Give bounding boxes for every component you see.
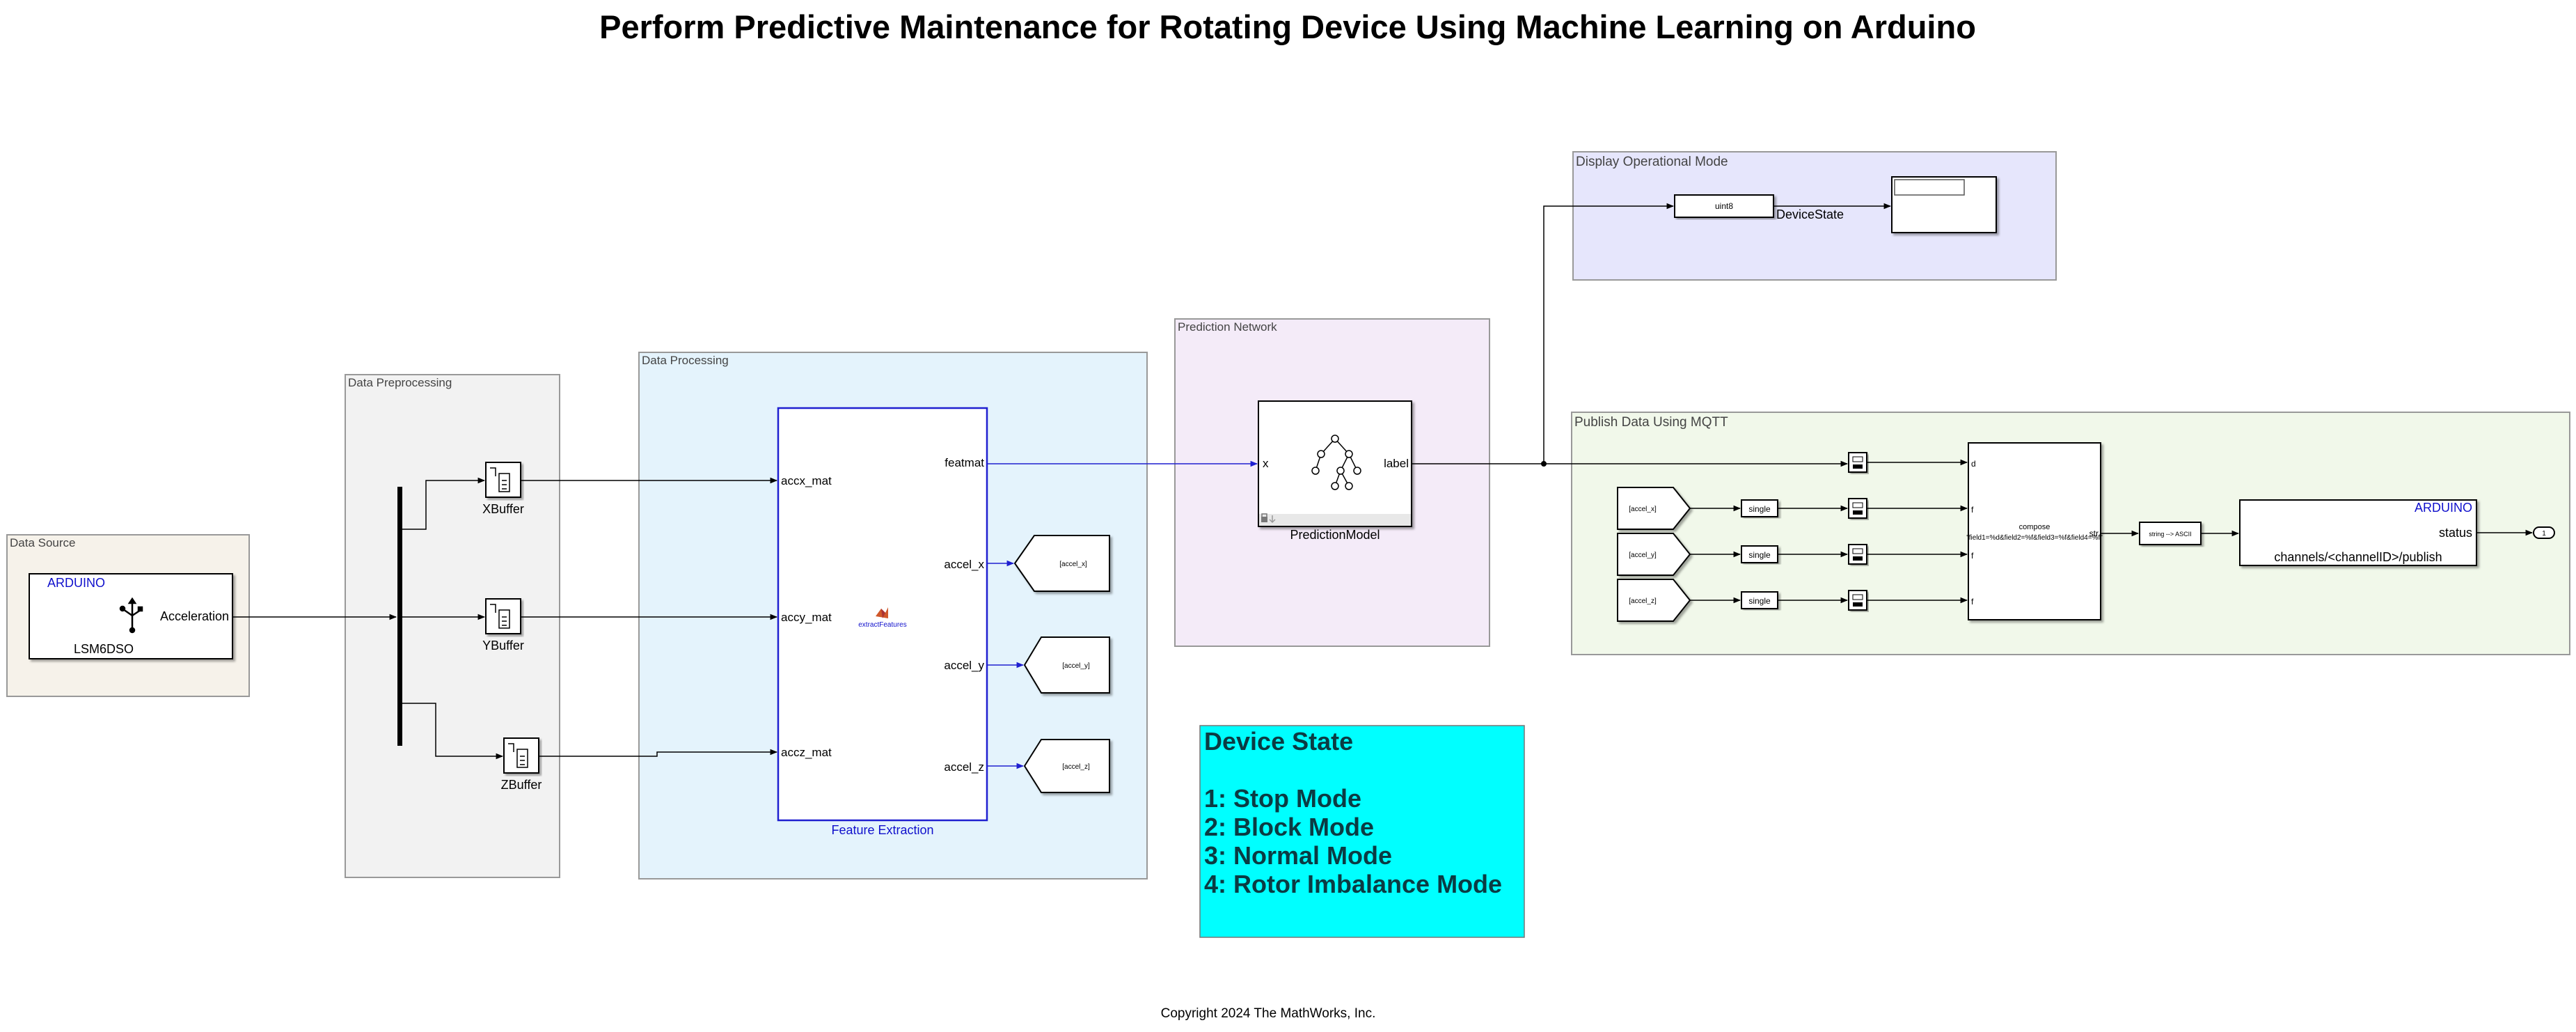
- area-data-preprocessing-label: Data Preprocessing: [348, 376, 452, 389]
- device-state-legend: Device State 1: Stop Mode 2: Block Mode …: [1199, 725, 1525, 938]
- port-accy-mat: accy_mat: [781, 611, 832, 624]
- goto-accel-z-label: [accel_z]: [1062, 763, 1090, 771]
- branch-point: [1541, 461, 1547, 467]
- zbuffer-block[interactable]: ZBuffer: [501, 737, 542, 792]
- usb-icon: [119, 597, 143, 634]
- legend-item-imbalance: 4: Rotor Imbalance Mode: [1204, 870, 1502, 898]
- port-featmat: featmat: [945, 456, 984, 469]
- goto-accel-x[interactable]: [accel_x]: [1013, 535, 1110, 592]
- area-publish-mqtt-label: Publish Data Using MQTT: [1574, 415, 1728, 430]
- prediction-model-block[interactable]: x label PredictionModel: [1258, 400, 1412, 542]
- from-accel-y[interactable]: [accel_y]: [1617, 533, 1691, 576]
- xbuffer-label: XBuffer: [482, 502, 524, 516]
- display-block[interactable]: [1891, 176, 1997, 233]
- extract-features-label: extractFeatures: [858, 621, 906, 629]
- area-prediction-network-label: Prediction Network: [1178, 320, 1277, 334]
- xbuffer-block[interactable]: XBuffer: [482, 462, 524, 516]
- mqtt-arduino-label: ARDUINO: [2415, 501, 2472, 515]
- mqtt-topic-label: channels/<channelID>/publish: [2274, 550, 2442, 564]
- signal-demux-z[interactable]: [402, 703, 504, 760]
- matlab-function-icon: [876, 607, 888, 618]
- decision-tree-icon: [1311, 435, 1361, 490]
- single-block-y[interactable]: single: [1741, 545, 1778, 563]
- goto-accel-z[interactable]: [accel_z]: [1023, 739, 1110, 793]
- single-label: single: [1748, 504, 1771, 514]
- area-display-mode-label: Display Operational Mode: [1576, 155, 1728, 169]
- data-type-conversion-4[interactable]: [1848, 590, 1867, 611]
- mqtt-publish-block[interactable]: ARDUINO status channels/<channelID>/publ…: [2239, 499, 2477, 566]
- signal-lines: [232, 203, 2534, 760]
- compose-port-f3: f: [1971, 597, 1974, 607]
- compose-block[interactable]: d f f f str compose "field1=%d&field2=%f…: [1966, 442, 2103, 620]
- lock-icon: [1261, 513, 1276, 524]
- ybuffer-block[interactable]: YBuffer: [482, 598, 524, 652]
- data-type-conversion-3[interactable]: [1848, 544, 1867, 565]
- string-to-ascii-label: string --> ASCII: [2149, 531, 2191, 538]
- port-x: x: [1263, 457, 1269, 470]
- from-accel-x-label: [accel_x]: [1629, 506, 1657, 513]
- lsm6dso-label: LSM6DSO: [74, 642, 134, 656]
- buffer-icon: [490, 467, 510, 492]
- port-accz-mat: accz_mat: [781, 746, 832, 759]
- from-accel-z-label: [accel_z]: [1629, 597, 1657, 605]
- signal-zbuffer[interactable]: [539, 749, 778, 757]
- compose-port-f2: f: [1971, 551, 1974, 561]
- terminator-block[interactable]: 1: [2533, 526, 2555, 539]
- signal-demux-x[interactable]: [402, 477, 486, 530]
- single-block-z[interactable]: single: [1741, 591, 1778, 609]
- area-data-source-label: Data Source: [10, 536, 76, 549]
- bus-lines: [987, 460, 1258, 769]
- uint8-label: uint8: [1715, 201, 1733, 211]
- zbuffer-label: ZBuffer: [501, 778, 542, 792]
- feature-extraction-block[interactable]: accx_mat accy_mat accz_mat featmat accel…: [777, 407, 988, 837]
- arduino-label: ARDUINO: [47, 576, 105, 590]
- prediction-model-label: PredictionModel: [1290, 528, 1380, 542]
- copyright: Copyright 2024 The MathWorks, Inc.: [1161, 1006, 1376, 1021]
- single-label: single: [1748, 550, 1771, 560]
- from-accel-z[interactable]: [accel_z]: [1617, 579, 1691, 622]
- port-accx-mat: accx_mat: [781, 474, 832, 487]
- uint8-block[interactable]: uint8: [1674, 194, 1774, 218]
- port-label: label: [1384, 457, 1409, 470]
- ybuffer-label: YBuffer: [482, 639, 524, 652]
- single-block-x[interactable]: single: [1741, 499, 1778, 517]
- from-accel-y-label: [accel_y]: [1629, 552, 1657, 559]
- goto-accel-y[interactable]: [accel_y]: [1023, 636, 1110, 694]
- data-type-conversion-1[interactable]: [1848, 452, 1867, 473]
- single-label: single: [1748, 596, 1771, 606]
- feature-extraction-label: Feature Extraction: [831, 823, 933, 837]
- signal-label-branch[interactable]: [1543, 203, 1675, 464]
- compose-port-f1: f: [1971, 505, 1974, 515]
- demux-block[interactable]: [397, 487, 402, 746]
- terminator-label: 1: [2542, 530, 2546, 538]
- string-to-ascii-block[interactable]: string --> ASCII: [2139, 522, 2202, 545]
- port-accel-y: accel_y: [944, 659, 984, 672]
- compose-format: "field1=%d&field2=%f&field3=%f&field4=%f…: [1966, 534, 2103, 542]
- goto-accel-y-label: [accel_y]: [1062, 662, 1090, 670]
- buffer-icon: [490, 604, 510, 629]
- legend-item-stop: 1: Stop Mode: [1204, 784, 1361, 813]
- area-data-preprocessing[interactable]: Data Preprocessing: [345, 374, 560, 878]
- legend-item-block: 2: Block Mode: [1204, 813, 1374, 841]
- lsm6dso-block[interactable]: ARDUINO Acceleration LSM6DSO: [29, 573, 233, 659]
- compose-port-str: str: [2089, 529, 2099, 538]
- goto-accel-x-label: [accel_x]: [1059, 561, 1087, 568]
- legend-heading: Device State: [1204, 727, 1353, 756]
- port-accel-z: accel_z: [944, 760, 984, 774]
- data-type-conversion-2[interactable]: [1848, 498, 1867, 519]
- acceleration-port-label: Acceleration: [160, 609, 229, 623]
- legend-item-normal: 3: Normal Mode: [1204, 841, 1392, 870]
- compose-label: compose: [2019, 523, 2050, 531]
- port-accel-x: accel_x: [944, 558, 984, 571]
- area-data-processing-label: Data Processing: [642, 354, 729, 367]
- mqtt-status-port: status: [2439, 526, 2472, 540]
- compose-port-d: d: [1971, 459, 1976, 469]
- device-state-signal-label: DeviceState: [1776, 208, 1844, 221]
- from-accel-x[interactable]: [accel_x]: [1617, 487, 1691, 530]
- buffer-icon: [508, 743, 528, 768]
- diagram-title: Perform Predictive Maintenance for Rotat…: [599, 8, 1976, 45]
